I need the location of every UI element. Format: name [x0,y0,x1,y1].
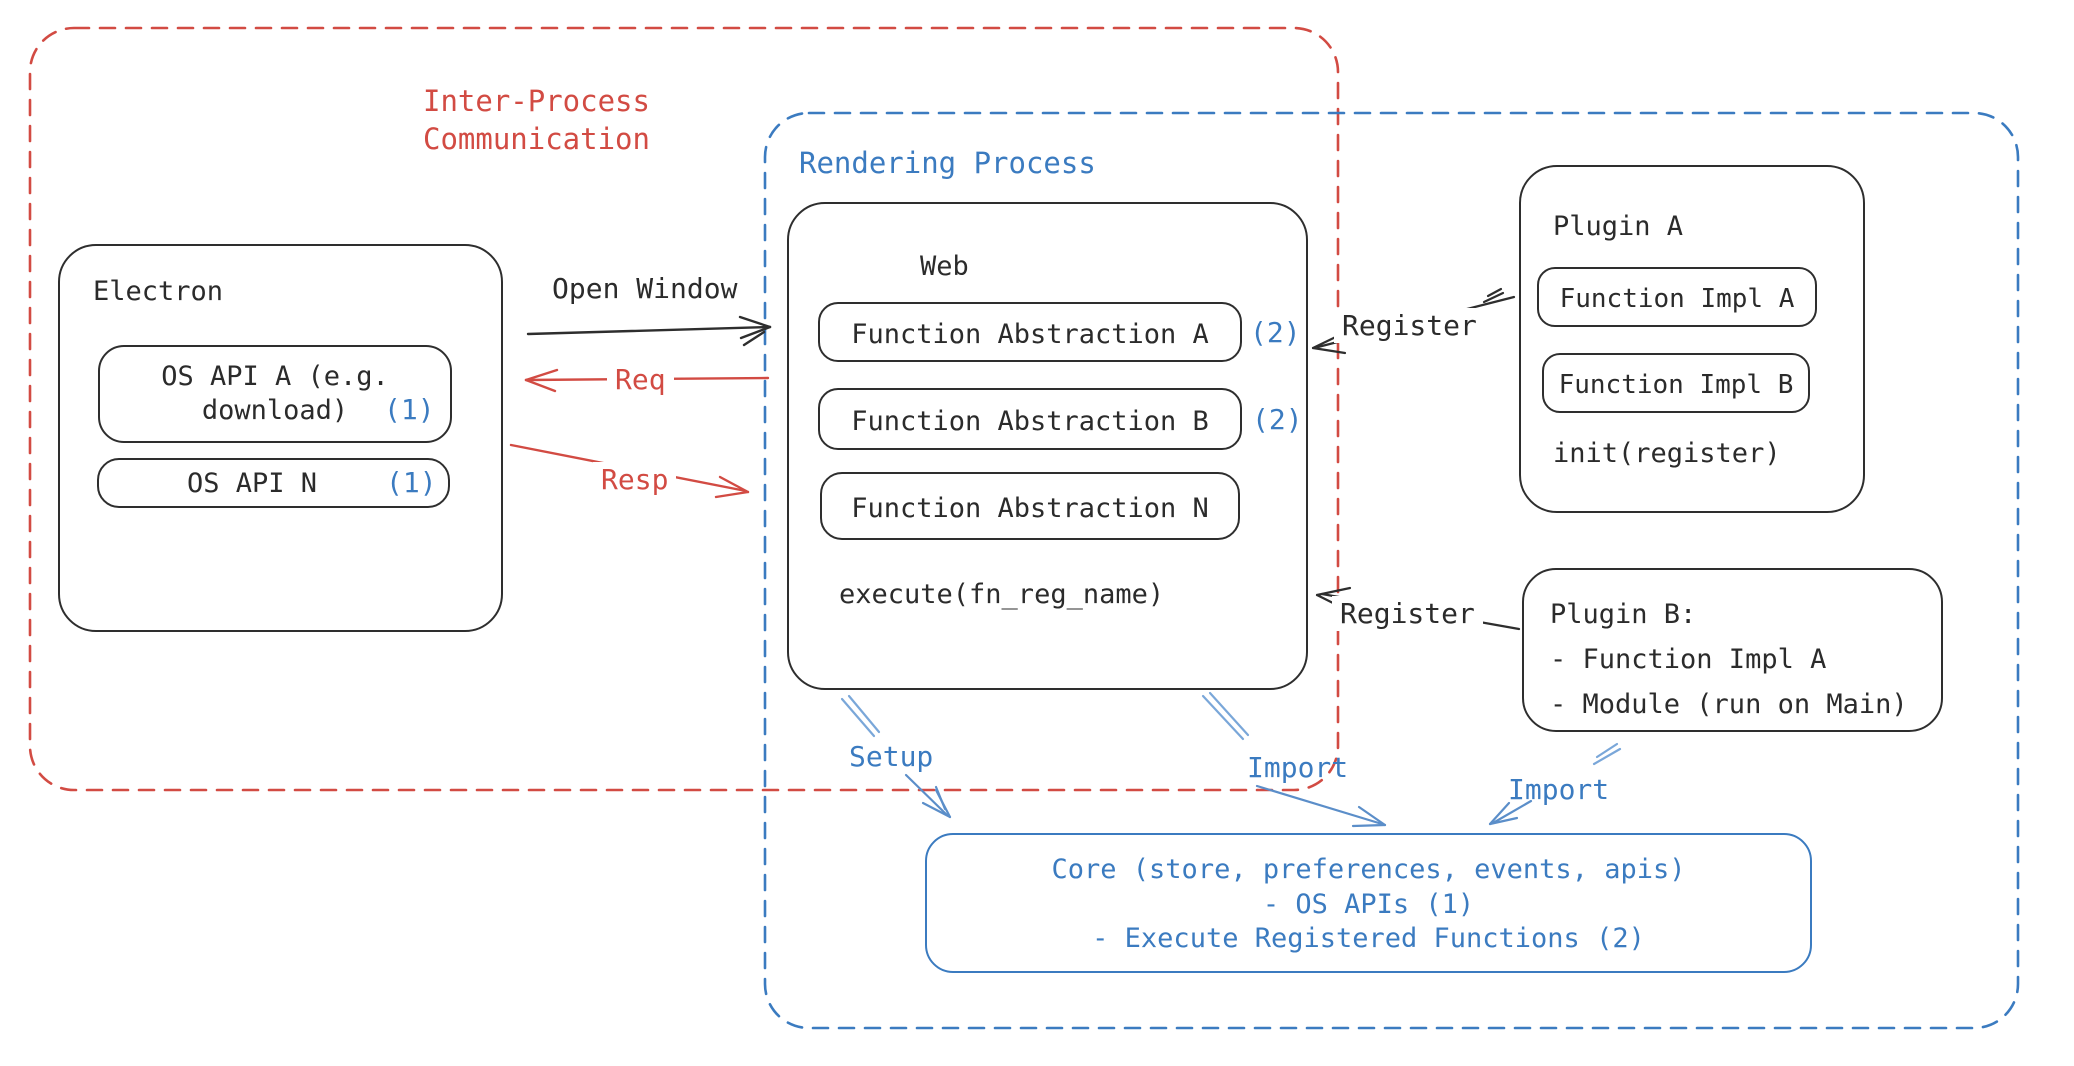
os-api-n-box [97,458,450,508]
fn-abstraction-a-label: Function Abstraction A [851,319,1209,350]
fn-abstraction-n-label: Function Abstraction N [851,493,1209,524]
plugin-b-line1: Plugin B: [1550,599,1697,630]
fn-abstraction-a-badge: (2) [1250,316,1301,349]
req-label: Req [607,362,674,397]
web-box [787,202,1308,690]
import-web-arrow-icon [1201,691,1387,828]
rendering-process-dashed-boundary [763,111,2020,1030]
web-title: Web [920,251,969,282]
fn-abstraction-b-badge: (2) [1252,403,1303,436]
plugin-a-title: Plugin A [1553,211,1684,242]
rendering-process-region-label: Rendering Process [799,146,1096,180]
os-api-n-label: OS API N [186,468,318,499]
fn-abstraction-b-label: Function Abstraction B [851,406,1209,437]
plugin-b-line2: - Function Impl A [1550,644,1827,675]
register-a-label: Register [1334,308,1485,343]
os-api-a-box [98,345,452,443]
core-line3: - Execute Registered Functions (2) [1092,923,1645,954]
fn-abstraction-b-box [818,388,1242,450]
open-window-label: Open Window [552,272,738,305]
open-window-arrow-icon [526,315,772,347]
os-api-a-line1: OS API A (e.g. [161,361,389,392]
plugin-a-box [1519,165,1865,513]
register-b-label: Register [1332,596,1483,631]
core-line2: - OS APIs (1) [1262,888,1475,920]
core-line1: Core (store, preferences, events, apis) [1051,854,1686,885]
os-api-n-badge: (1) [386,466,437,499]
fn-abstraction-a-box [818,302,1242,362]
import-web-label: Import [1247,751,1349,784]
setup-label: Setup [849,740,934,773]
plugin-a-init-label: init(register) [1553,438,1781,469]
os-api-a-badge: (1) [384,393,435,426]
electron-title: Electron [93,276,224,307]
fn-abstraction-n-box [820,472,1240,540]
resp-label: Resp [593,462,677,497]
plugin-b-line3: - Module (run on Main) [1550,689,1908,720]
ipc-region-label: Inter-Process Communication [423,84,650,156]
import-plugin-b-label: Import [1508,773,1610,806]
os-api-a-line2: download) [201,395,349,426]
execute-label: execute(fn_reg_name) [839,579,1165,610]
fn-impl-b-label: Function Impl B [1558,370,1794,400]
fn-impl-a-label: Function Impl A [1559,284,1795,314]
import-plugin-b-arrow-icon [1488,742,1622,826]
plugin-b-box [1522,568,1943,732]
core-box [925,833,1812,973]
electron-box [58,244,503,632]
fn-impl-a-box [1537,267,1817,327]
setup-arrow-icon [840,694,952,819]
fn-impl-b-box [1542,353,1810,413]
ipc-dashed-boundary [28,26,1340,792]
